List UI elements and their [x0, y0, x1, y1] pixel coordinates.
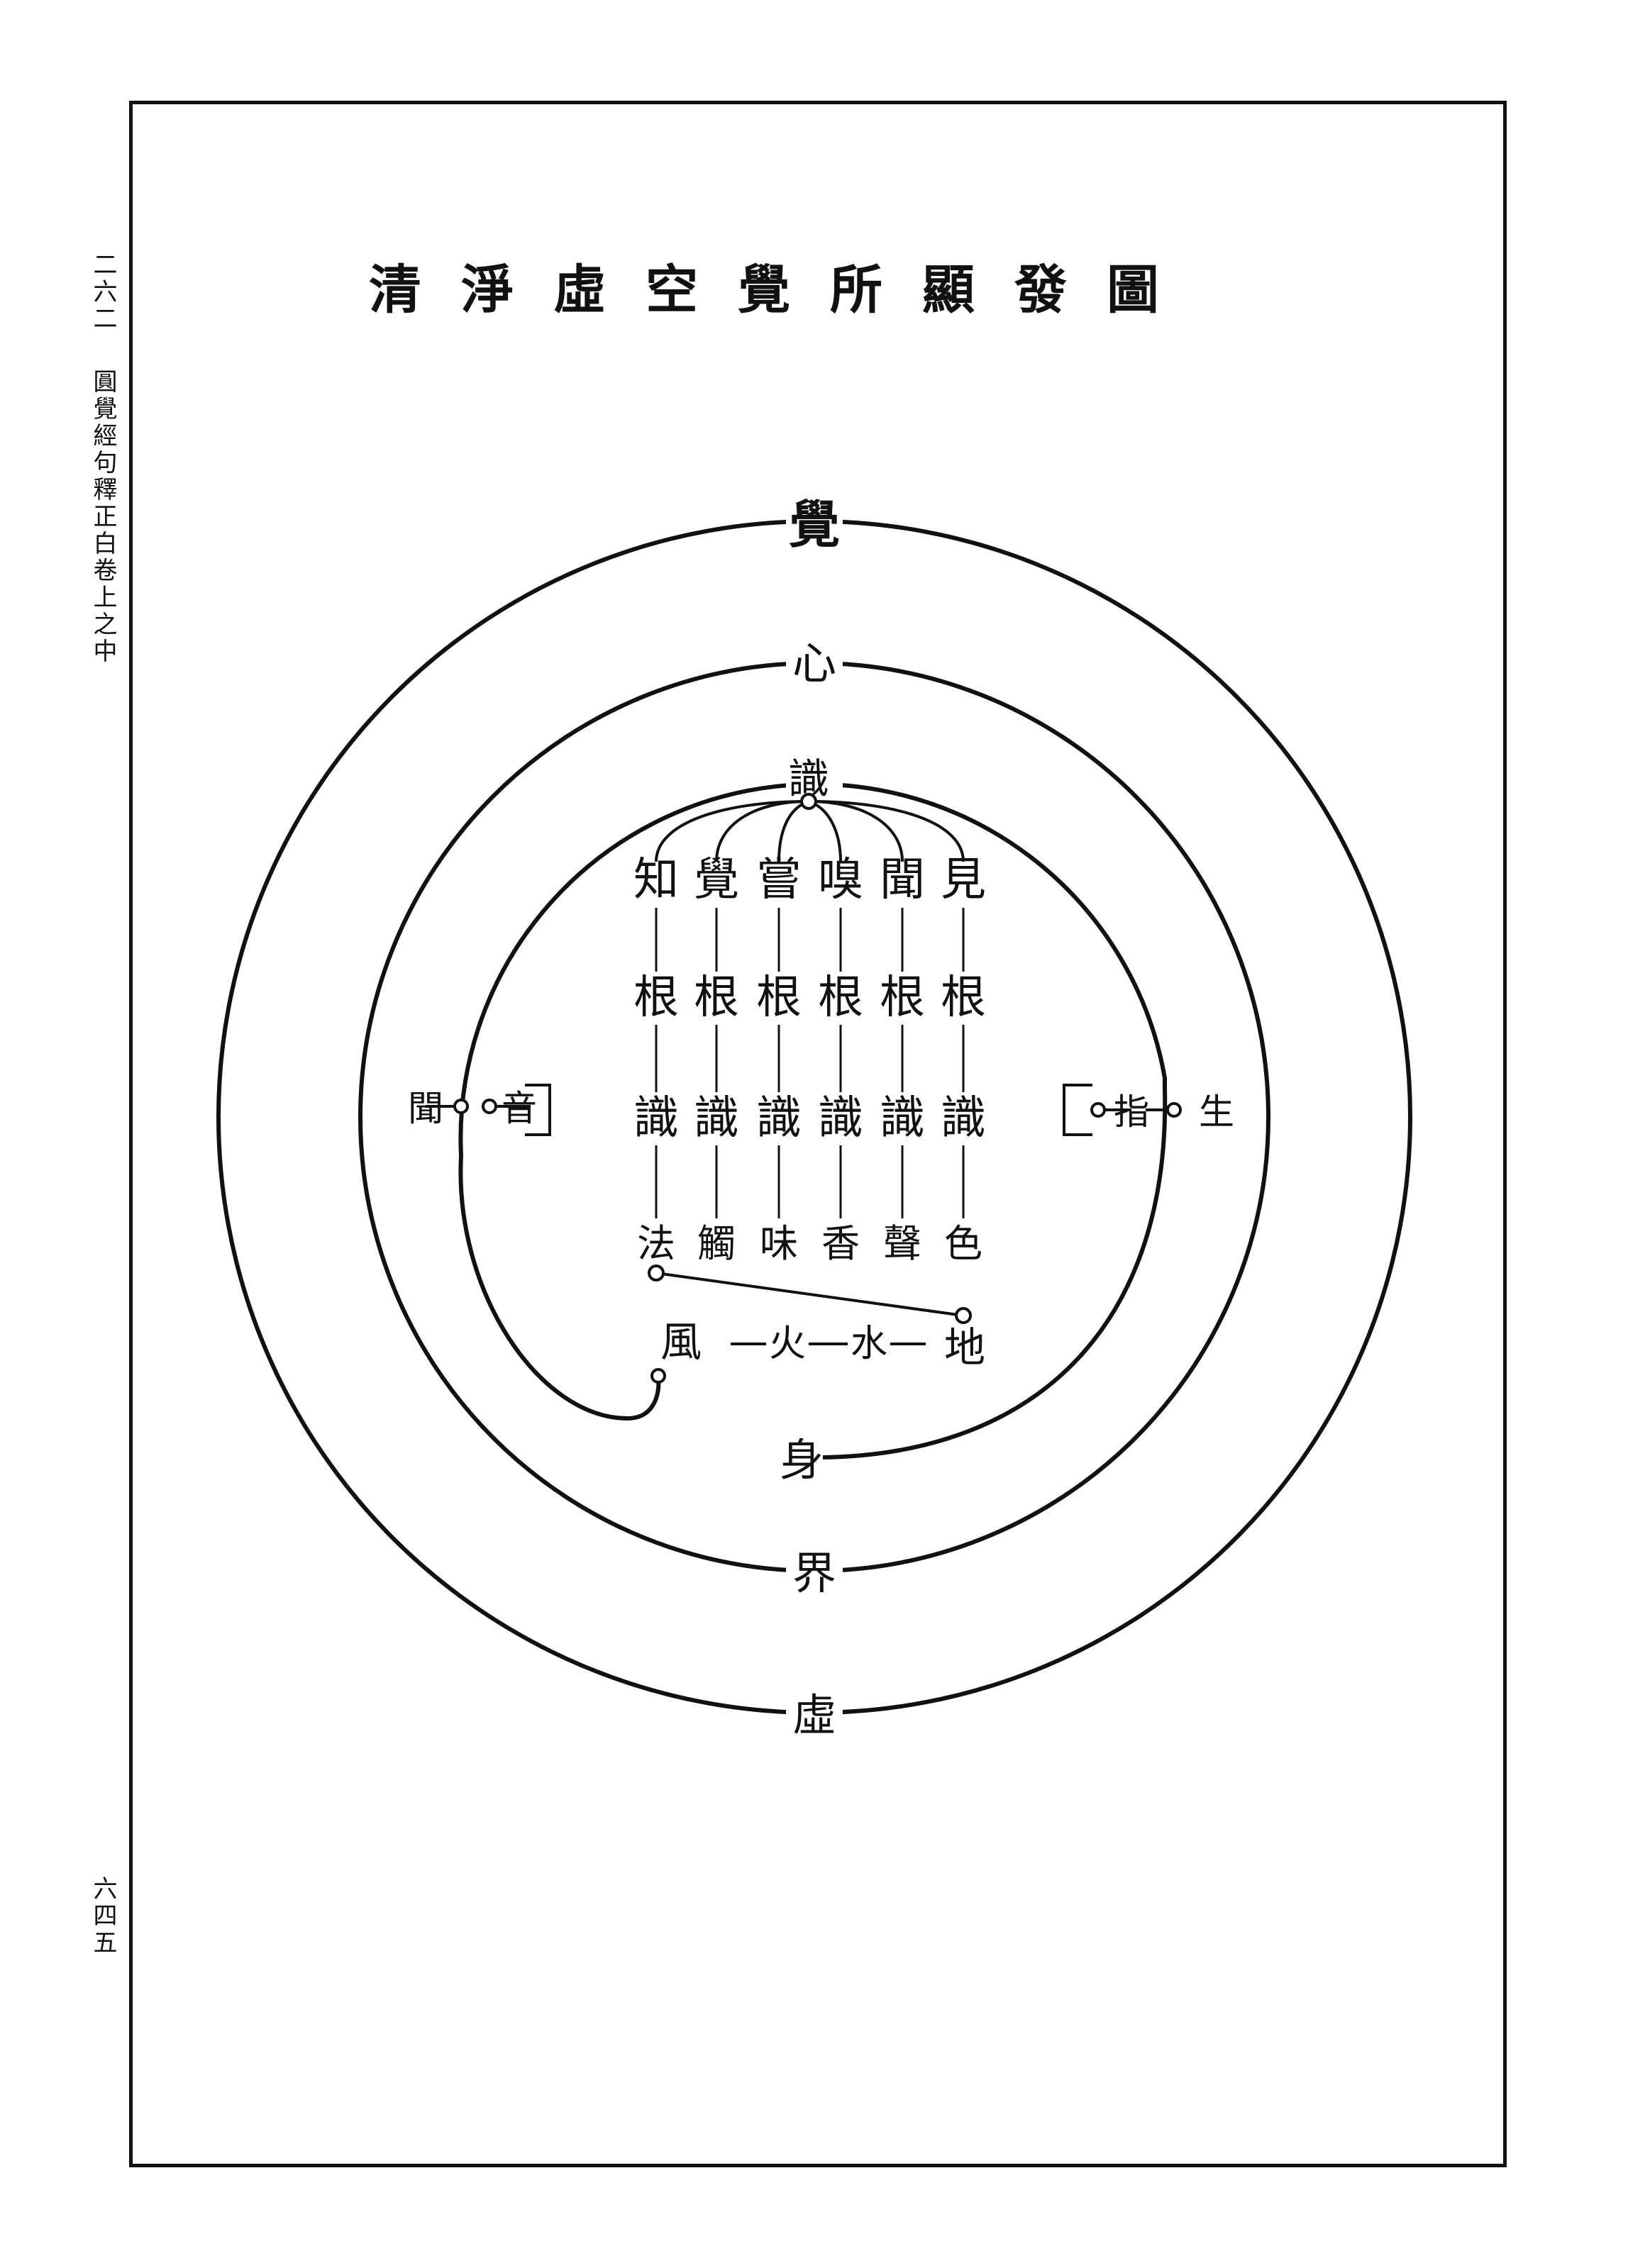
- column-2-top: 聞: [880, 854, 925, 906]
- column-4-top: 嘗: [756, 854, 802, 906]
- outer-bottom-label: 虛: [792, 1689, 836, 1741]
- column-5-mid: 根: [694, 972, 739, 1024]
- column-4-mid: 根: [756, 972, 802, 1024]
- inner-left-curve: [458, 1155, 661, 1421]
- middle-top-label: 心: [792, 638, 836, 689]
- page-frame: [129, 101, 1507, 2167]
- left-branch-hear: 聞: [408, 1088, 443, 1129]
- column-2-mid: 根: [880, 972, 925, 1024]
- left-branch-sound: 音: [502, 1088, 537, 1129]
- column-1-mid: 根: [941, 972, 986, 1024]
- diagram-title: 清淨虛空覺所顯發圖: [369, 260, 1199, 321]
- right-branch-point: 指: [1114, 1091, 1149, 1133]
- outer-top-label: 覺: [789, 494, 840, 555]
- element-fire: 火: [769, 1323, 806, 1365]
- column-5-end: 觸: [697, 1221, 736, 1266]
- column-3-mid: 根: [818, 972, 863, 1024]
- column-3-low: 識: [818, 1092, 863, 1145]
- column-3-top: 嗅: [818, 854, 863, 906]
- column-5-top: 覺: [694, 854, 739, 906]
- column-6-low: 識: [633, 1092, 679, 1145]
- column-4-end: 味: [760, 1221, 798, 1266]
- column-1-low: 識: [941, 1092, 986, 1145]
- column-2-end: 聲: [883, 1221, 921, 1266]
- column-2-low: 識: [880, 1092, 925, 1145]
- column-1-top: 見: [941, 854, 986, 906]
- right-branch-birth: 生: [1199, 1091, 1234, 1133]
- column-4-low: 識: [756, 1092, 802, 1145]
- volume-title: 圓覺經句釋正白卷上之中: [89, 369, 117, 665]
- inner-bottom-label: 身: [780, 1434, 824, 1486]
- column-6-top: 知: [633, 854, 679, 906]
- middle-bottom-label: 界: [792, 1547, 836, 1599]
- element-earth: 地: [944, 1323, 985, 1372]
- element-wind: 風: [660, 1318, 702, 1366]
- column-6-mid: 根: [633, 972, 679, 1024]
- column-6-end: 法: [637, 1221, 675, 1266]
- column-3-end: 香: [821, 1221, 860, 1266]
- column-1-end: 色: [944, 1221, 982, 1266]
- inner-ring: [458, 782, 1167, 1157]
- element-water: 水: [851, 1323, 887, 1365]
- inner-right-curve: [822, 1088, 1168, 1460]
- column-5-low: 識: [694, 1092, 739, 1145]
- folio-number: 二六二: [89, 252, 117, 333]
- page-number: 六四五: [89, 1876, 117, 1957]
